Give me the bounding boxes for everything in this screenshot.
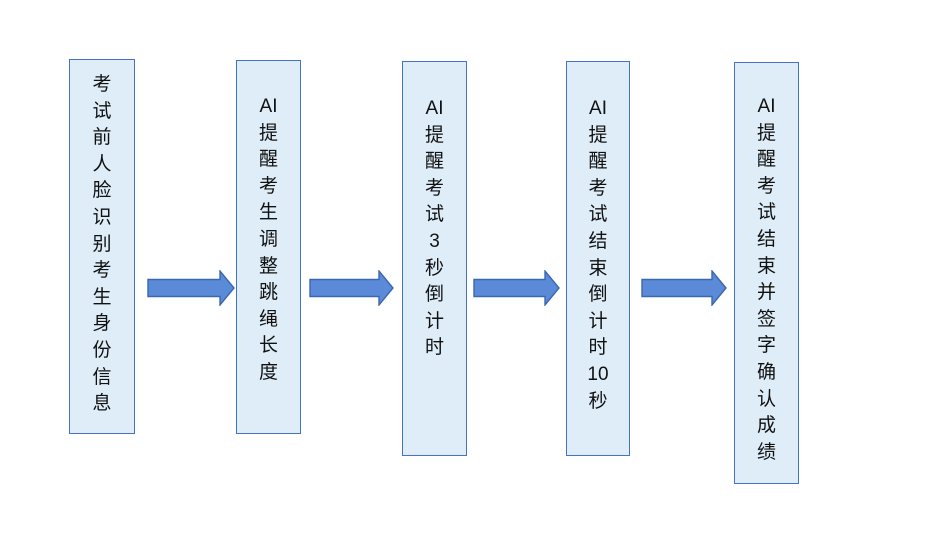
flow-step-identity-check: 考 试 前 人 脸 识 别 考 生 身 份 信 息	[69, 59, 135, 434]
flow-step-label: AI 提 醒 考 试 结 束 倒 计 时 10 秒	[587, 98, 609, 412]
right-arrow-icon	[147, 270, 235, 306]
flow-step-label: AI 提 醒 考 生 调 整 跳 绳 长 度	[258, 96, 278, 383]
right-arrow-connector-2	[309, 270, 394, 306]
right-arrow-connector-1	[147, 270, 235, 306]
flow-step-label: AI 提 醒 考 试 结 束 并 签 字 确 认 成 绩	[756, 96, 776, 463]
flow-step-start-countdown: AI 提 醒 考 试 3 秒 倒 计 时	[402, 61, 467, 456]
right-arrow-connector-4	[641, 270, 727, 306]
flow-step-sign-confirm: AI 提 醒 考 试 结 束 并 签 字 确 认 成 绩	[734, 62, 799, 484]
right-arrow-icon	[309, 270, 394, 306]
right-arrow-icon	[641, 270, 727, 306]
flow-step-label: AI 提 醒 考 试 3 秒 倒 计 时	[424, 98, 444, 359]
flow-step-adjust-rope: AI 提 醒 考 生 调 整 跳 绳 长 度	[236, 60, 301, 434]
right-arrow-icon	[473, 270, 560, 306]
right-arrow-connector-3	[473, 270, 560, 306]
flow-step-label: 考 试 前 人 脸 识 别 考 生 身 份 信 息	[92, 74, 112, 415]
flow-step-end-countdown: AI 提 醒 考 试 结 束 倒 计 时 10 秒	[566, 61, 630, 456]
